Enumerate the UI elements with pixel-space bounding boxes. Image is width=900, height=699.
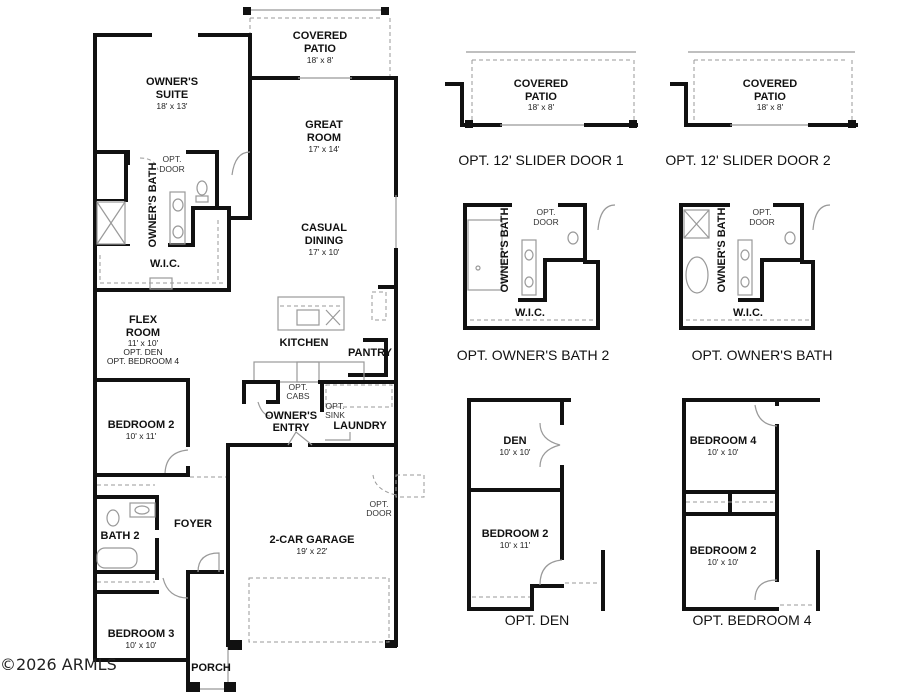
- svg-text:W.I.C.: W.I.C.: [733, 307, 763, 319]
- svg-text:10' x 10': 10' x 10': [499, 447, 531, 457]
- svg-text:BEDROOM 2: BEDROOM 2: [482, 528, 549, 540]
- svg-text:ROOM: ROOM: [126, 327, 160, 339]
- option-owners-bath-2: OWNER'S BATH W.I.C. OPT. DOOR OPT. OWNER…: [457, 203, 616, 363]
- opt-sink-note: OPT. SINK: [325, 401, 345, 420]
- owners-entry-label: OWNER'S ENTRY: [265, 410, 317, 434]
- svg-text:OPT.: OPT.: [370, 499, 389, 509]
- svg-text:19' x 22': 19' x 22': [296, 546, 328, 556]
- svg-text:FLEX: FLEX: [129, 314, 158, 326]
- svg-text:DOOR: DOOR: [533, 217, 559, 227]
- bedroom-3-label: BEDROOM 3 10' x 10': [108, 628, 175, 650]
- svg-text:11' x 10': 11' x 10': [128, 338, 159, 348]
- svg-text:OPT.: OPT.: [163, 154, 182, 164]
- wic-label: W.I.C.: [150, 258, 180, 270]
- svg-text:10' x 10': 10' x 10': [707, 447, 739, 457]
- kitchen-label: KITCHEN: [280, 337, 329, 349]
- svg-text:CASUAL: CASUAL: [301, 222, 347, 234]
- svg-text:OPT.: OPT.: [326, 401, 345, 411]
- svg-text:OWNER'S: OWNER'S: [265, 410, 317, 422]
- svg-text:PATIO: PATIO: [304, 43, 336, 55]
- svg-text:OWNER'S: OWNER'S: [146, 76, 198, 88]
- covered-patio-label: COVERED PATIO 18' x 8': [293, 30, 347, 65]
- svg-text:2-CAR GARAGE: 2-CAR GARAGE: [270, 534, 355, 546]
- option-caption: OPT. OWNER'S BATH 2: [457, 347, 610, 363]
- svg-text:OPT. BEDROOM 4: OPT. BEDROOM 4: [107, 356, 180, 366]
- svg-text:BEDROOM 4: BEDROOM 4: [690, 435, 758, 447]
- svg-text:BEDROOM 2: BEDROOM 2: [108, 419, 175, 431]
- opt-garage-door-note: OPT. DOOR: [366, 499, 392, 518]
- svg-text:OWNER'S BATH: OWNER'S BATH: [499, 207, 511, 292]
- option-caption: OPT. OWNER'S BATH: [692, 347, 833, 363]
- room-labels: COVERED PATIO 18' x 8' OWNER'S SUITE 18'…: [101, 30, 393, 674]
- laundry-label: LAUNDRY: [333, 420, 387, 432]
- bedroom-2-label: BEDROOM 2 10' x 11': [108, 419, 175, 441]
- great-room-label: GREAT ROOM 17' x 14': [305, 119, 343, 154]
- svg-text:10' x 11': 10' x 11': [500, 540, 531, 550]
- svg-text:PATIO: PATIO: [754, 91, 786, 103]
- option-caption: OPT. DEN: [505, 612, 570, 628]
- option-slider-door-2: COVERED PATIO 18' x 8' OPT. 12' SLIDER D…: [665, 51, 858, 168]
- main-plan: COVERED PATIO 18' x 8' OWNER'S SUITE 18'…: [93, 7, 425, 692]
- svg-text:BEDROOM 2: BEDROOM 2: [690, 545, 757, 557]
- porch-label: PORCH: [191, 662, 231, 674]
- opt-door-note: OPT. DOOR: [159, 154, 185, 174]
- svg-text:PATIO: PATIO: [525, 91, 557, 103]
- option-slider-door-1: COVERED PATIO 18' x 8' OPT. 12' SLIDER D…: [445, 51, 638, 168]
- svg-text:ENTRY: ENTRY: [273, 422, 311, 434]
- svg-text:18' x 8': 18' x 8': [757, 102, 784, 112]
- option-owners-bath: OWNER'S BATH W.I.C. OPT. DOOR OPT. OWNER…: [679, 203, 833, 363]
- svg-text:10' x 10': 10' x 10': [707, 557, 739, 567]
- walls: [93, 33, 425, 692]
- svg-text:DEN: DEN: [503, 435, 526, 447]
- svg-text:BEDROOM 3: BEDROOM 3: [108, 628, 175, 640]
- svg-text:DINING: DINING: [305, 235, 344, 247]
- svg-text:OPT.: OPT.: [537, 207, 556, 217]
- option-caption: OPT. 12' SLIDER DOOR 1: [458, 152, 623, 168]
- svg-text:W.I.C.: W.I.C.: [515, 307, 545, 319]
- svg-text:17' x 14': 17' x 14': [308, 144, 340, 154]
- svg-text:10' x 11': 10' x 11': [126, 431, 157, 441]
- svg-text:ROOM: ROOM: [307, 132, 341, 144]
- svg-text:SINK: SINK: [325, 410, 345, 420]
- svg-text:COVERED: COVERED: [293, 30, 347, 42]
- svg-text:DOOR: DOOR: [366, 508, 392, 518]
- svg-text:OPT.: OPT.: [753, 207, 772, 217]
- svg-text:GREAT: GREAT: [305, 119, 343, 131]
- pantry-label: PANTRY: [348, 347, 393, 359]
- owners-bath-label: OWNER'S BATH: [147, 162, 159, 247]
- svg-text:18' x 8': 18' x 8': [307, 55, 334, 65]
- svg-text:OPT.: OPT.: [289, 382, 308, 392]
- svg-text:SUITE: SUITE: [156, 89, 188, 101]
- foyer-label: FOYER: [174, 518, 212, 530]
- bath-2-label: BATH 2: [101, 530, 140, 542]
- svg-text:18' x 13': 18' x 13': [156, 101, 188, 111]
- option-caption: OPT. BEDROOM 4: [692, 612, 811, 628]
- flex-room-label: FLEX ROOM 11' x 10' OPT. DEN OPT. BEDROO…: [107, 314, 180, 366]
- option-bedroom-4: BEDROOM 4 10' x 10' BEDROOM 2 10' x 10' …: [682, 398, 820, 628]
- svg-text:10' x 10': 10' x 10': [125, 640, 157, 650]
- option-caption: OPT. 12' SLIDER DOOR 2: [665, 152, 830, 168]
- owners-suite-label: OWNER'S SUITE 18' x 13': [146, 76, 198, 111]
- casual-dining-label: CASUAL DINING 17' x 10': [301, 222, 347, 257]
- svg-text:DOOR: DOOR: [159, 164, 185, 174]
- option-den: DEN 10' x 10' BEDROOM 2 10' x 11' OPT. D…: [467, 398, 605, 628]
- svg-text:COVERED: COVERED: [514, 78, 568, 90]
- svg-text:COVERED: COVERED: [743, 78, 797, 90]
- svg-text:OPT. DEN: OPT. DEN: [123, 347, 162, 357]
- svg-text:17' x 10': 17' x 10': [308, 247, 340, 257]
- opt-cabs-note: OPT. CABS: [286, 382, 309, 401]
- watermark: ©2026 ARMLS: [0, 655, 117, 674]
- garage-label: 2-CAR GARAGE 19' x 22': [270, 534, 355, 556]
- svg-text:18' x 8': 18' x 8': [528, 102, 555, 112]
- svg-text:OWNER'S BATH: OWNER'S BATH: [716, 207, 728, 292]
- svg-text:CABS: CABS: [286, 391, 309, 401]
- svg-text:DOOR: DOOR: [749, 217, 775, 227]
